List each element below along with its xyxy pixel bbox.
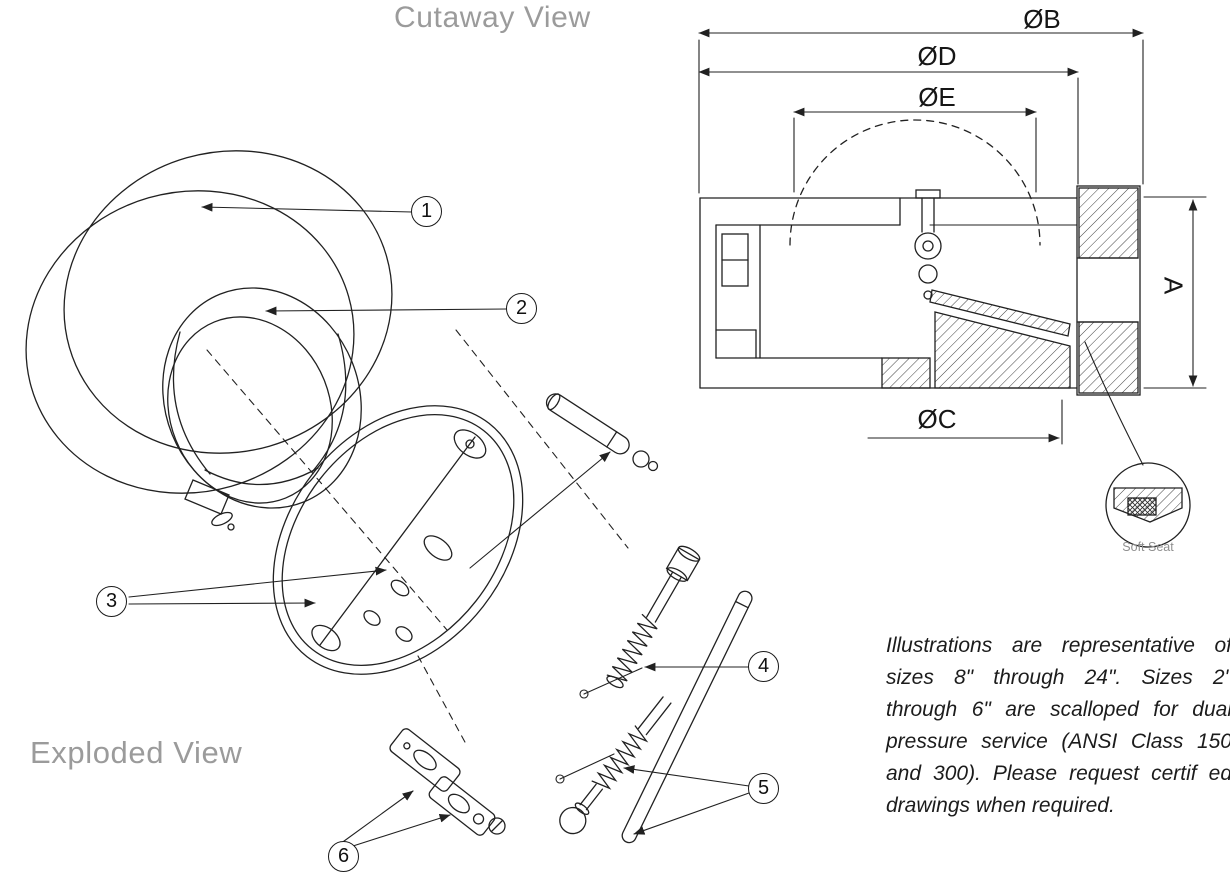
dimension-label-b: ØB <box>1023 4 1061 34</box>
callout-leader-arrows <box>128 202 750 847</box>
dim-c <box>867 399 1063 445</box>
dimension-label-e: ØE <box>918 82 956 112</box>
exploded-view-title: Exploded View <box>30 735 243 770</box>
callout-4: 4 <box>748 651 779 682</box>
callout-5-number: 5 <box>757 777 770 799</box>
dimension-label-a: A <box>1158 276 1189 295</box>
dim-a <box>1143 196 1207 389</box>
hinge-pin <box>545 393 659 472</box>
dim-d <box>698 67 1079 185</box>
callout-2: 2 <box>506 293 537 324</box>
callout-2-number: 2 <box>515 297 528 319</box>
dim-b <box>698 28 1144 194</box>
cutaway-view-title: Cutaway View <box>394 1 591 34</box>
representative-sizes-note: Illustrations are representative of size… <box>886 634 1230 817</box>
callout-3-number: 3 <box>105 590 118 612</box>
dimension-lines <box>698 28 1207 445</box>
callout-4-number: 4 <box>757 655 770 677</box>
exploded-view-drawing <box>25 150 753 847</box>
stop-pin-and-stud <box>555 590 753 844</box>
callout-6-number: 6 <box>337 845 350 867</box>
spring-assembly <box>579 545 701 699</box>
exploded-axis-lines <box>206 329 629 745</box>
cutaway-view-drawing <box>698 28 1207 548</box>
retainer-plates <box>389 728 506 836</box>
plate-and-seat-section <box>881 289 1071 389</box>
callout-1-number: 1 <box>420 200 433 222</box>
flange-section-right <box>1076 185 1141 396</box>
callout-1: 1 <box>411 196 442 227</box>
dim-e <box>793 107 1037 193</box>
bore-dashed-arc <box>789 119 1041 246</box>
callout-3: 3 <box>96 586 127 617</box>
callout-6: 6 <box>328 841 359 872</box>
dual-plates <box>272 405 524 675</box>
dimension-label-c: ØC <box>917 404 957 434</box>
dimension-label-d: ØD <box>917 41 957 71</box>
soft-seat-label: Soft Seat <box>1122 540 1174 554</box>
soft-seat-detail <box>1084 341 1191 548</box>
valve-body-ring <box>25 150 393 531</box>
callout-5: 5 <box>748 773 779 804</box>
